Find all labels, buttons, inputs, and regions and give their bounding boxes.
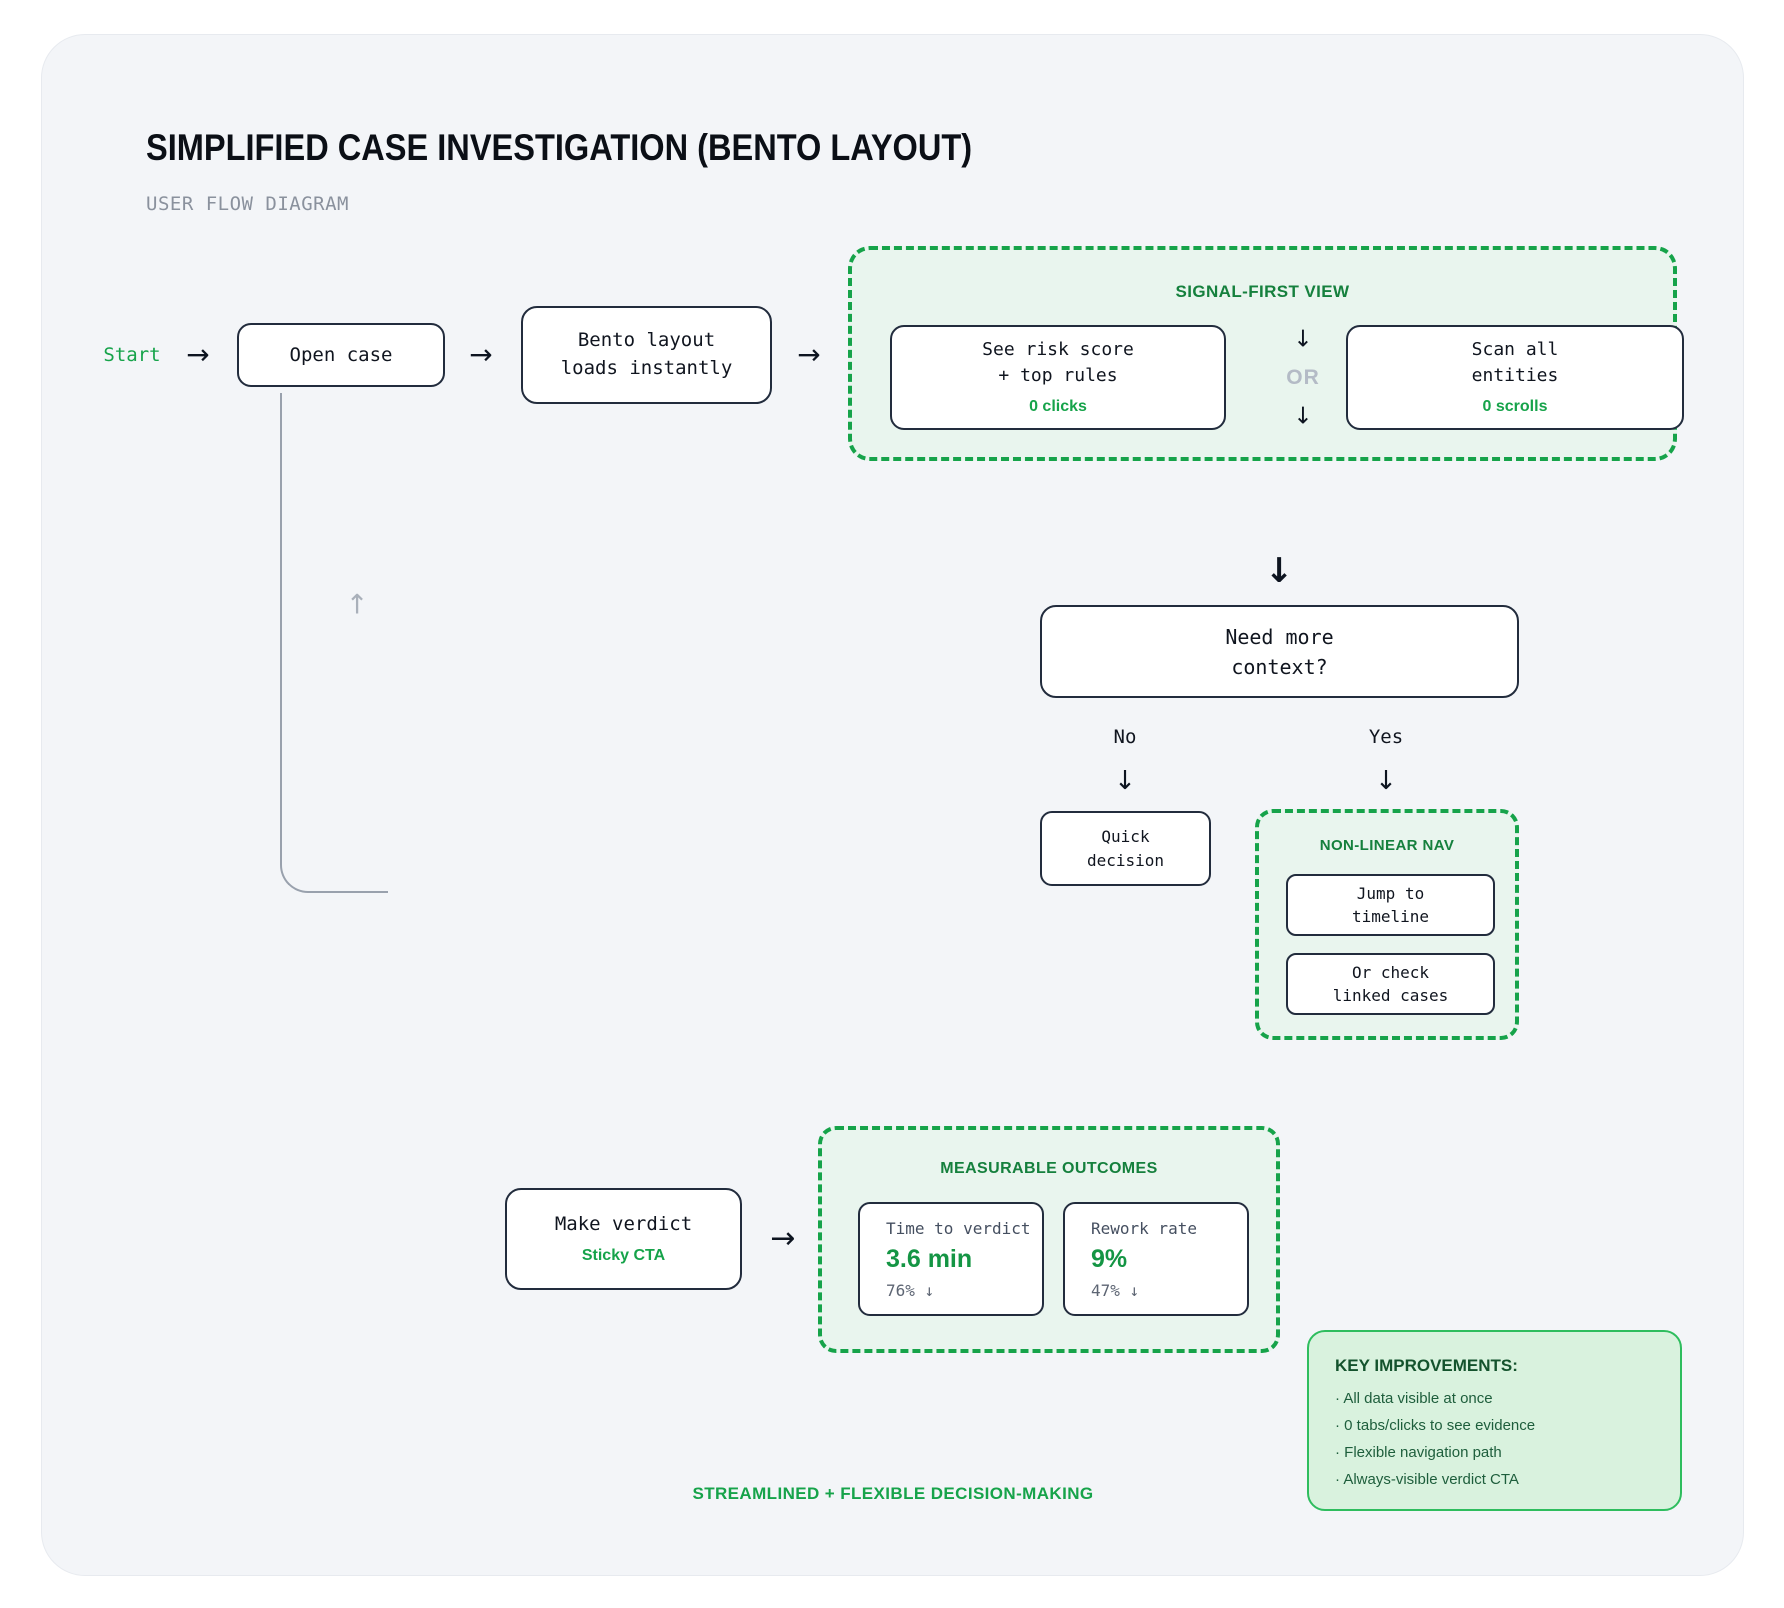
arrow-down-icon: ↓ [1375,766,1397,796]
arrow-down-icon: ↓ [1264,551,1294,591]
node-scan-entities: Scan all entities 0 scrolls [1346,325,1684,430]
footer-label: STREAMLINED + FLEXIBLE DECISION-MAKING [692,1484,1094,1503]
panel-signal-first-view: SIGNAL-FIRST VIEW See risk score + top r… [848,246,1684,461]
arrow-right-icon: → [770,1221,796,1256]
panel-measurable-outcomes: MEASURABLE OUTCOMES Time to verdict 3.6 … [818,1126,1280,1353]
arrow-right-icon: → [797,338,821,371]
metric-card-rework-rate: Rework rate 9% 47% ↓ [1063,1202,1249,1316]
node-see-risk-score: See risk score + top rules 0 clicks [890,325,1226,430]
metric-delta: 47% ↓ [1091,1280,1140,1300]
improvement-item: Flexible navigation path [1335,1444,1502,1461]
panel-title-measurable-outcomes: MEASURABLE OUTCOMES [940,1160,1158,1177]
metric-zero-scrolls: 0 scrolls [1482,397,1548,415]
arrow-right-icon: → [186,338,210,371]
node-see-risk-score-text: See risk score + top rules [982,339,1134,387]
metric-name: Time to verdict [886,1218,1031,1238]
node-quick-decision: Quick decision [1040,811,1211,886]
arrow-up-icon: ↑ [345,589,369,621]
arrow-right-icon: → [469,338,493,371]
panel-title-non-linear-nav: NON-LINEAR NAV [1319,837,1455,854]
node-make-verdict-label: Make verdict [554,1213,693,1235]
panel-non-linear-nav: NON-LINEAR NAV Jump to timeline Or check… [1255,809,1519,1040]
verdict-sub-label: Sticky CTA [581,1247,666,1264]
node-bento-layout: Bento layout loads instantly [521,306,772,404]
node-scan-entities-text: Scan all entities [1471,339,1559,387]
node-need-more-context: Need more context? [1040,605,1519,698]
branch-no-label: No [1113,726,1137,748]
panel-title-signal-first-view: SIGNAL-FIRST VIEW [1175,282,1350,301]
node-check-linked-cases: Or check linked cases [1286,953,1495,1015]
arrow-down-icon: ↓ [1293,326,1313,353]
metric-name: Rework rate [1091,1218,1197,1238]
diagram-card: SIMPLIFIED CASE INVESTIGATION (BENTO LAY… [41,34,1744,1576]
or-label: OR [1286,366,1320,389]
node-open-case: Open case [237,323,445,387]
arrow-down-icon: ↓ [1114,766,1136,796]
improvement-item: All data visible at once [1335,1390,1492,1407]
panel-key-improvements: KEY IMPROVEMENTS: All data visible at on… [1307,1330,1682,1511]
improvement-item: 0 tabs/clicks to see evidence [1335,1417,1535,1434]
metric-delta: 76% ↓ [886,1280,935,1300]
arrow-down-icon: ↓ [1293,403,1313,430]
start-label: Start [103,344,161,366]
key-improvements-title: KEY IMPROVEMENTS: [1335,1356,1518,1375]
metric-value: 3.6 min [886,1244,973,1273]
improvement-item: Always-visible verdict CTA [1335,1471,1519,1488]
page-subtitle: USER FLOW DIAGRAM [146,193,349,215]
metric-value: 9% [1091,1244,1128,1273]
page-title: SIMPLIFIED CASE INVESTIGATION (BENTO LAY… [146,127,973,168]
loop-connector-line [280,393,388,893]
node-jump-to-timeline: Jump to timeline [1286,874,1495,936]
node-make-verdict: Make verdict Sticky CTA [505,1188,742,1290]
metric-card-time-to-verdict: Time to verdict 3.6 min 76% ↓ [858,1202,1044,1316]
branch-yes-label: Yes [1368,726,1404,748]
metric-zero-clicks: 0 clicks [1029,397,1087,415]
